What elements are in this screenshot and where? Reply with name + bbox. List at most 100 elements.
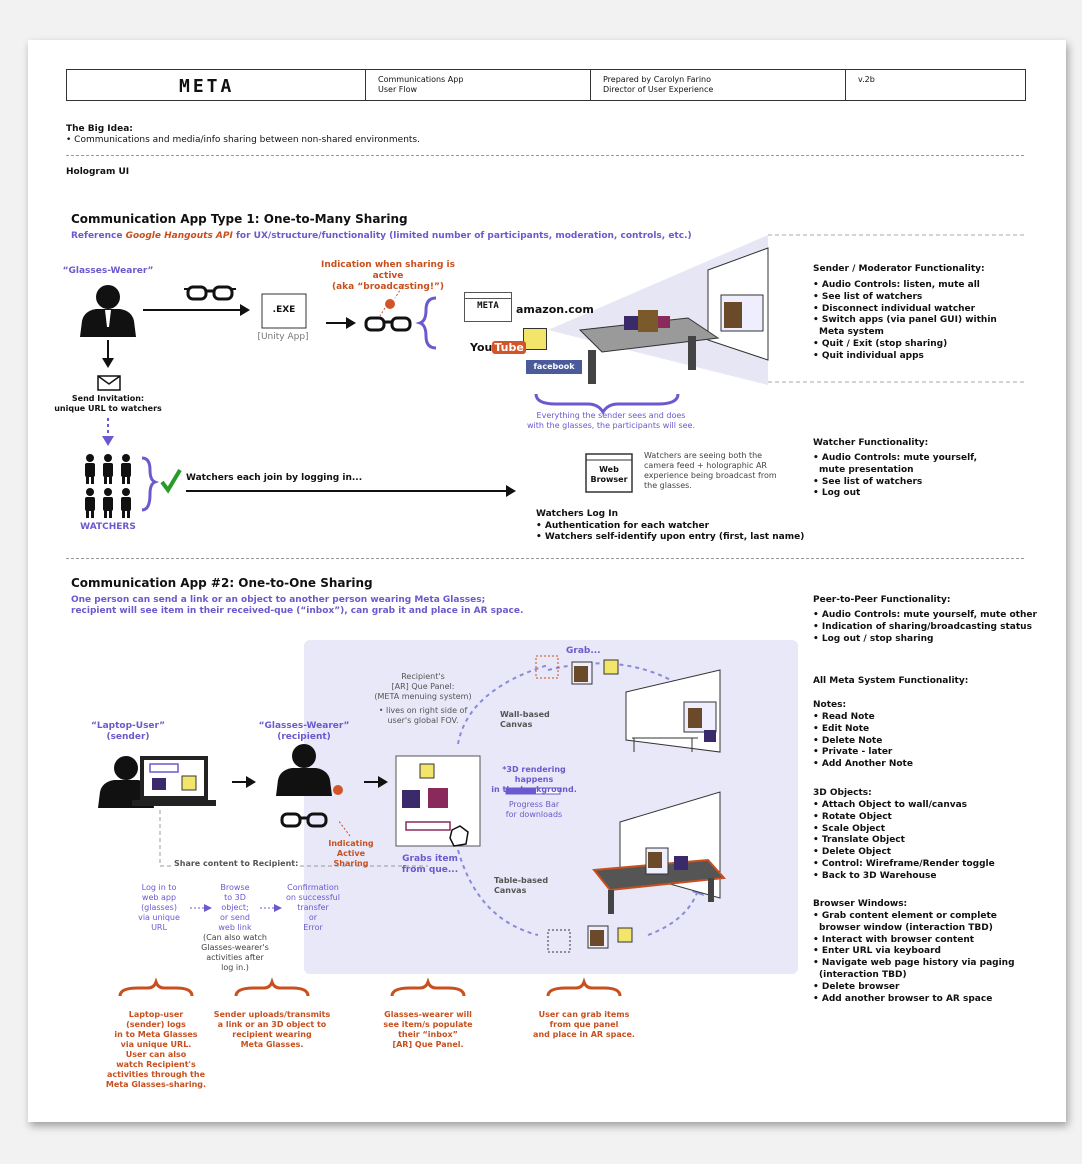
wireframe-cube-icon <box>535 655 559 679</box>
caption-brace <box>118 977 194 997</box>
peer-functionality-list: • Audio Controls: mute yourself, mute ot… <box>813 610 1037 645</box>
facebook-logo: facebook <box>526 360 582 374</box>
cube-magenta <box>658 316 670 328</box>
google-hangouts-link[interactable]: Google Hangouts API <box>125 231 233 241</box>
grab-hand-icon <box>449 825 469 847</box>
browser-title: Browser Windows: <box>813 899 908 909</box>
glasses-icon <box>184 285 236 301</box>
objects-title: 3D Objects: <box>813 788 872 798</box>
note-icon <box>523 328 547 350</box>
watchers-brace <box>141 456 160 512</box>
list-item: • Translate Object <box>813 835 905 846</box>
sender-functionality-title: Sender / Moderator Functionality: <box>813 264 985 274</box>
exe-label: .EXE <box>272 305 296 315</box>
share-content-label: Share content to Recipient: <box>172 859 301 869</box>
list-item: • Enter URL via keyboard <box>813 946 941 957</box>
meta-mini-window: META <box>464 292 512 322</box>
glasses-wearer-label: “Glasses-Wearer” <box>62 266 154 276</box>
broadcast-indicator-dot <box>385 299 395 309</box>
section1-reference: Reference Google Hangouts API for UX/str… <box>71 231 692 241</box>
recipient-panel-label: Recipient's [AR] Que Panel: (META menuin… <box>374 672 472 725</box>
list-item: • Audio Controls: mute yourself, mute ot… <box>813 610 1037 620</box>
purple-brace <box>415 296 437 350</box>
document-sheet: META Communications App User Flow Prepar… <box>28 40 1066 1122</box>
big-idea-text: • Communications and media/info sharing … <box>66 135 420 145</box>
list-item: • Log out / stop sharing <box>813 633 934 644</box>
caption-brace <box>390 977 466 997</box>
watchers-label: WATCHERS <box>80 522 136 532</box>
progress-bar-fill <box>506 788 536 794</box>
list-item: (interaction TBD) <box>819 969 907 980</box>
laptop-icon <box>132 756 216 806</box>
list-item: mute presentation <box>819 464 914 475</box>
envelope-icon <box>97 375 121 391</box>
meta-system-title: All Meta System Functionality: <box>813 676 969 686</box>
step-confirmation: Confirmation on successful transfer or E… <box>286 883 340 932</box>
list-item: • Scale Object <box>813 823 886 834</box>
list-item: • Private - later <box>813 747 893 758</box>
caption-brace <box>546 977 622 997</box>
watchers-login-list: • Authentication for each watcher • Watc… <box>536 521 805 542</box>
unity-app-label: [Unity App] <box>257 332 309 342</box>
big-idea-title: The Big Idea: <box>66 124 133 134</box>
list-item: • Switch apps (via panel GUI) within <box>813 315 997 326</box>
step-browse: Browse to 3D object; or send web link (C… <box>201 883 269 972</box>
section2-graphics <box>98 655 727 997</box>
meta-logo: META <box>179 76 235 97</box>
caption-sender-uploads: Sender uploads/transmits a link or an 3D… <box>213 1010 331 1049</box>
list-item: • See list of watchers <box>813 476 923 487</box>
sharing-indicator-dot <box>333 785 343 795</box>
indicating-sharing-label: Indicating Active Sharing <box>328 839 374 868</box>
objects-list: • Attach Object to wall/canvas • Rotate … <box>813 800 995 883</box>
cube-brown <box>638 310 658 332</box>
browser-list: • Grab content element or complete brows… <box>813 911 1015 1005</box>
section2-description: One person can send a link or an object … <box>71 595 524 616</box>
list-item: • Back to 3D Warehouse <box>813 870 937 881</box>
list-item: • Control: Wireframe/Render toggle <box>813 858 995 869</box>
watchers-login-title: Watchers Log In <box>536 509 619 519</box>
list-item: browser window (interaction TBD) <box>819 922 993 933</box>
sender-sees-caption: Everything the sender sees and does with… <box>526 411 696 430</box>
list-item: Meta system <box>819 327 884 338</box>
caption-brace <box>234 977 310 997</box>
doc-title: Communications App User Flow <box>365 70 590 100</box>
divider <box>66 558 1024 559</box>
list-item: • Indication of sharing/broadcasting sta… <box>813 621 1032 632</box>
list-item: • Quit individual apps <box>813 350 924 361</box>
section1-title: Communication App Type 1: One-to-Many Sh… <box>71 212 408 226</box>
wall-canvas-label: Wall-based Canvas <box>500 710 550 729</box>
send-invitation-label: Send Invitation: unique URL to watchers <box>54 394 162 413</box>
list-item: • Delete Object <box>813 847 892 858</box>
step-login: Log in to web app (glasses) via unique U… <box>138 883 180 932</box>
sender-functionality-list: • Audio Controls: listen, mute all • See… <box>813 280 997 363</box>
list-item: • Audio Controls: mute yourself, <box>813 453 978 463</box>
glasses-wearer-recipient-label: “Glasses-Wearer” (recipient) <box>258 721 350 742</box>
wireframe-cube-icon <box>547 929 571 953</box>
grabs-item-label: Grabs item from que... <box>401 854 459 875</box>
caption-laptop-user: Laptop-user (sender) logs in to Meta Gla… <box>105 1010 207 1089</box>
author-info: Prepared by Carolyn Farino Director of U… <box>590 70 845 100</box>
glasses-icon <box>280 812 328 828</box>
checkmark-icon <box>160 468 182 494</box>
broadcast-glasses-icon <box>364 316 412 332</box>
laptop-user-label: “Laptop-User” (sender) <box>90 721 166 742</box>
watchers-seeing-caption: Watchers are seeing both the camera feed… <box>644 451 777 490</box>
person-icon <box>80 285 136 337</box>
watchers-join-label: Watchers each join by logging in... <box>186 473 363 483</box>
person-icon <box>276 744 332 796</box>
broadcast-indication-label: Indication when sharing is active (aka “… <box>321 260 455 292</box>
list-item: • Navigate web page history via paging <box>813 958 1015 969</box>
watcher-functionality-list: • Audio Controls: mute yourself, mute pr… <box>813 453 977 500</box>
list-item: • Rotate Object <box>813 811 892 822</box>
peer-functionality-title: Peer-to-Peer Functionality: <box>813 595 951 605</box>
list-item: • Audio Controls: listen, mute all <box>813 280 980 290</box>
section2-title: Communication App #2: One-to-One Sharing <box>71 576 373 590</box>
caption-glasses-wearer: Glasses-wearer will see item/s populate … <box>383 1010 473 1049</box>
list-item: • Disconnect individual watcher <box>813 303 976 314</box>
notes-title: Notes: <box>813 700 847 710</box>
caption-grab-items: User can grab items from que panel and p… <box>533 1010 635 1039</box>
list-item: • See list of watchers <box>813 291 923 302</box>
section1-graphics <box>80 234 1024 518</box>
cube-purple <box>624 316 638 330</box>
